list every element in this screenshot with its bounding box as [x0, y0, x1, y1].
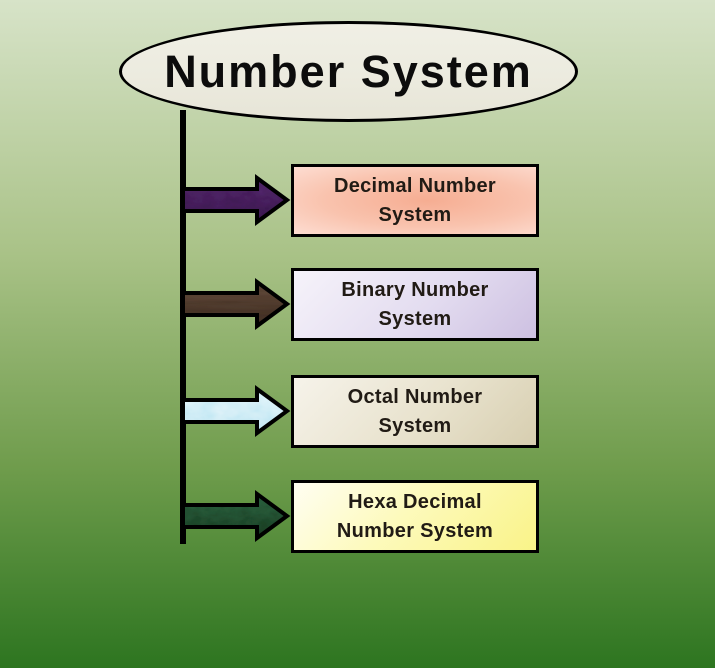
- decimal-box-label-line1: Decimal Number: [333, 174, 497, 197]
- title-ellipse: Number System: [119, 21, 578, 122]
- octal-box: Octal Number System: [291, 375, 539, 448]
- diagram-title: Number System: [164, 45, 533, 97]
- hexa-box-label-line1: Hexa Decimal: [348, 490, 482, 513]
- decimal-box-label: Decimal Number System: [334, 172, 496, 230]
- decimal-arrow-outline: [181, 174, 291, 226]
- octal-box-label-line1: Octal Number: [347, 385, 483, 408]
- hexa-box: Hexa Decimal Number System: [291, 480, 539, 553]
- hexa-box-label: Hexa Decimal Number System: [337, 488, 493, 546]
- octal-box-label: Octal Number System: [348, 383, 483, 441]
- connector-line: [180, 110, 186, 544]
- octal-arrow-outline: [181, 385, 291, 437]
- binary-box-label-line1: Binary Number: [341, 278, 489, 301]
- octal-box-label-line2: System: [378, 414, 452, 437]
- binary-arrow-outline: [181, 278, 291, 330]
- decimal-box-label-line2: System: [378, 203, 452, 226]
- hexa-arrow-icon: [181, 490, 291, 542]
- binary-box-label: Binary Number System: [341, 276, 488, 334]
- decimal-arrow-icon: [181, 174, 291, 226]
- hexa-box-label-line2: Number System: [336, 519, 494, 542]
- binary-box: Binary Number System: [291, 268, 539, 341]
- decimal-box: Decimal Number System: [291, 164, 539, 237]
- hexa-arrow-outline: [181, 490, 291, 542]
- octal-arrow-icon: [181, 385, 291, 437]
- binary-box-label-line2: System: [378, 307, 452, 330]
- binary-arrow-icon: [181, 278, 291, 330]
